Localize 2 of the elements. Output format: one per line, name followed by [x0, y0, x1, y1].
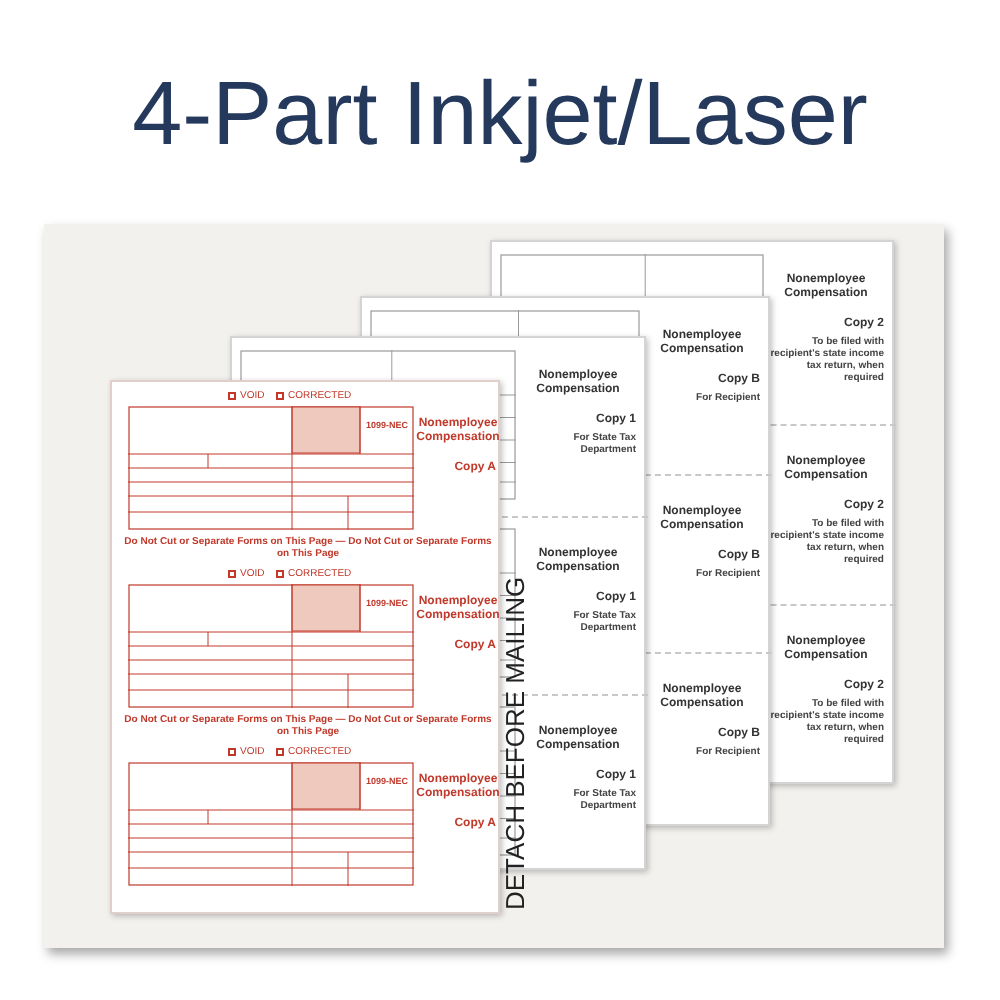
detach-notice: DETACH BEFORE MAILING: [502, 576, 530, 910]
title: 4-Part Inkjet/Laser: [130, 60, 870, 168]
